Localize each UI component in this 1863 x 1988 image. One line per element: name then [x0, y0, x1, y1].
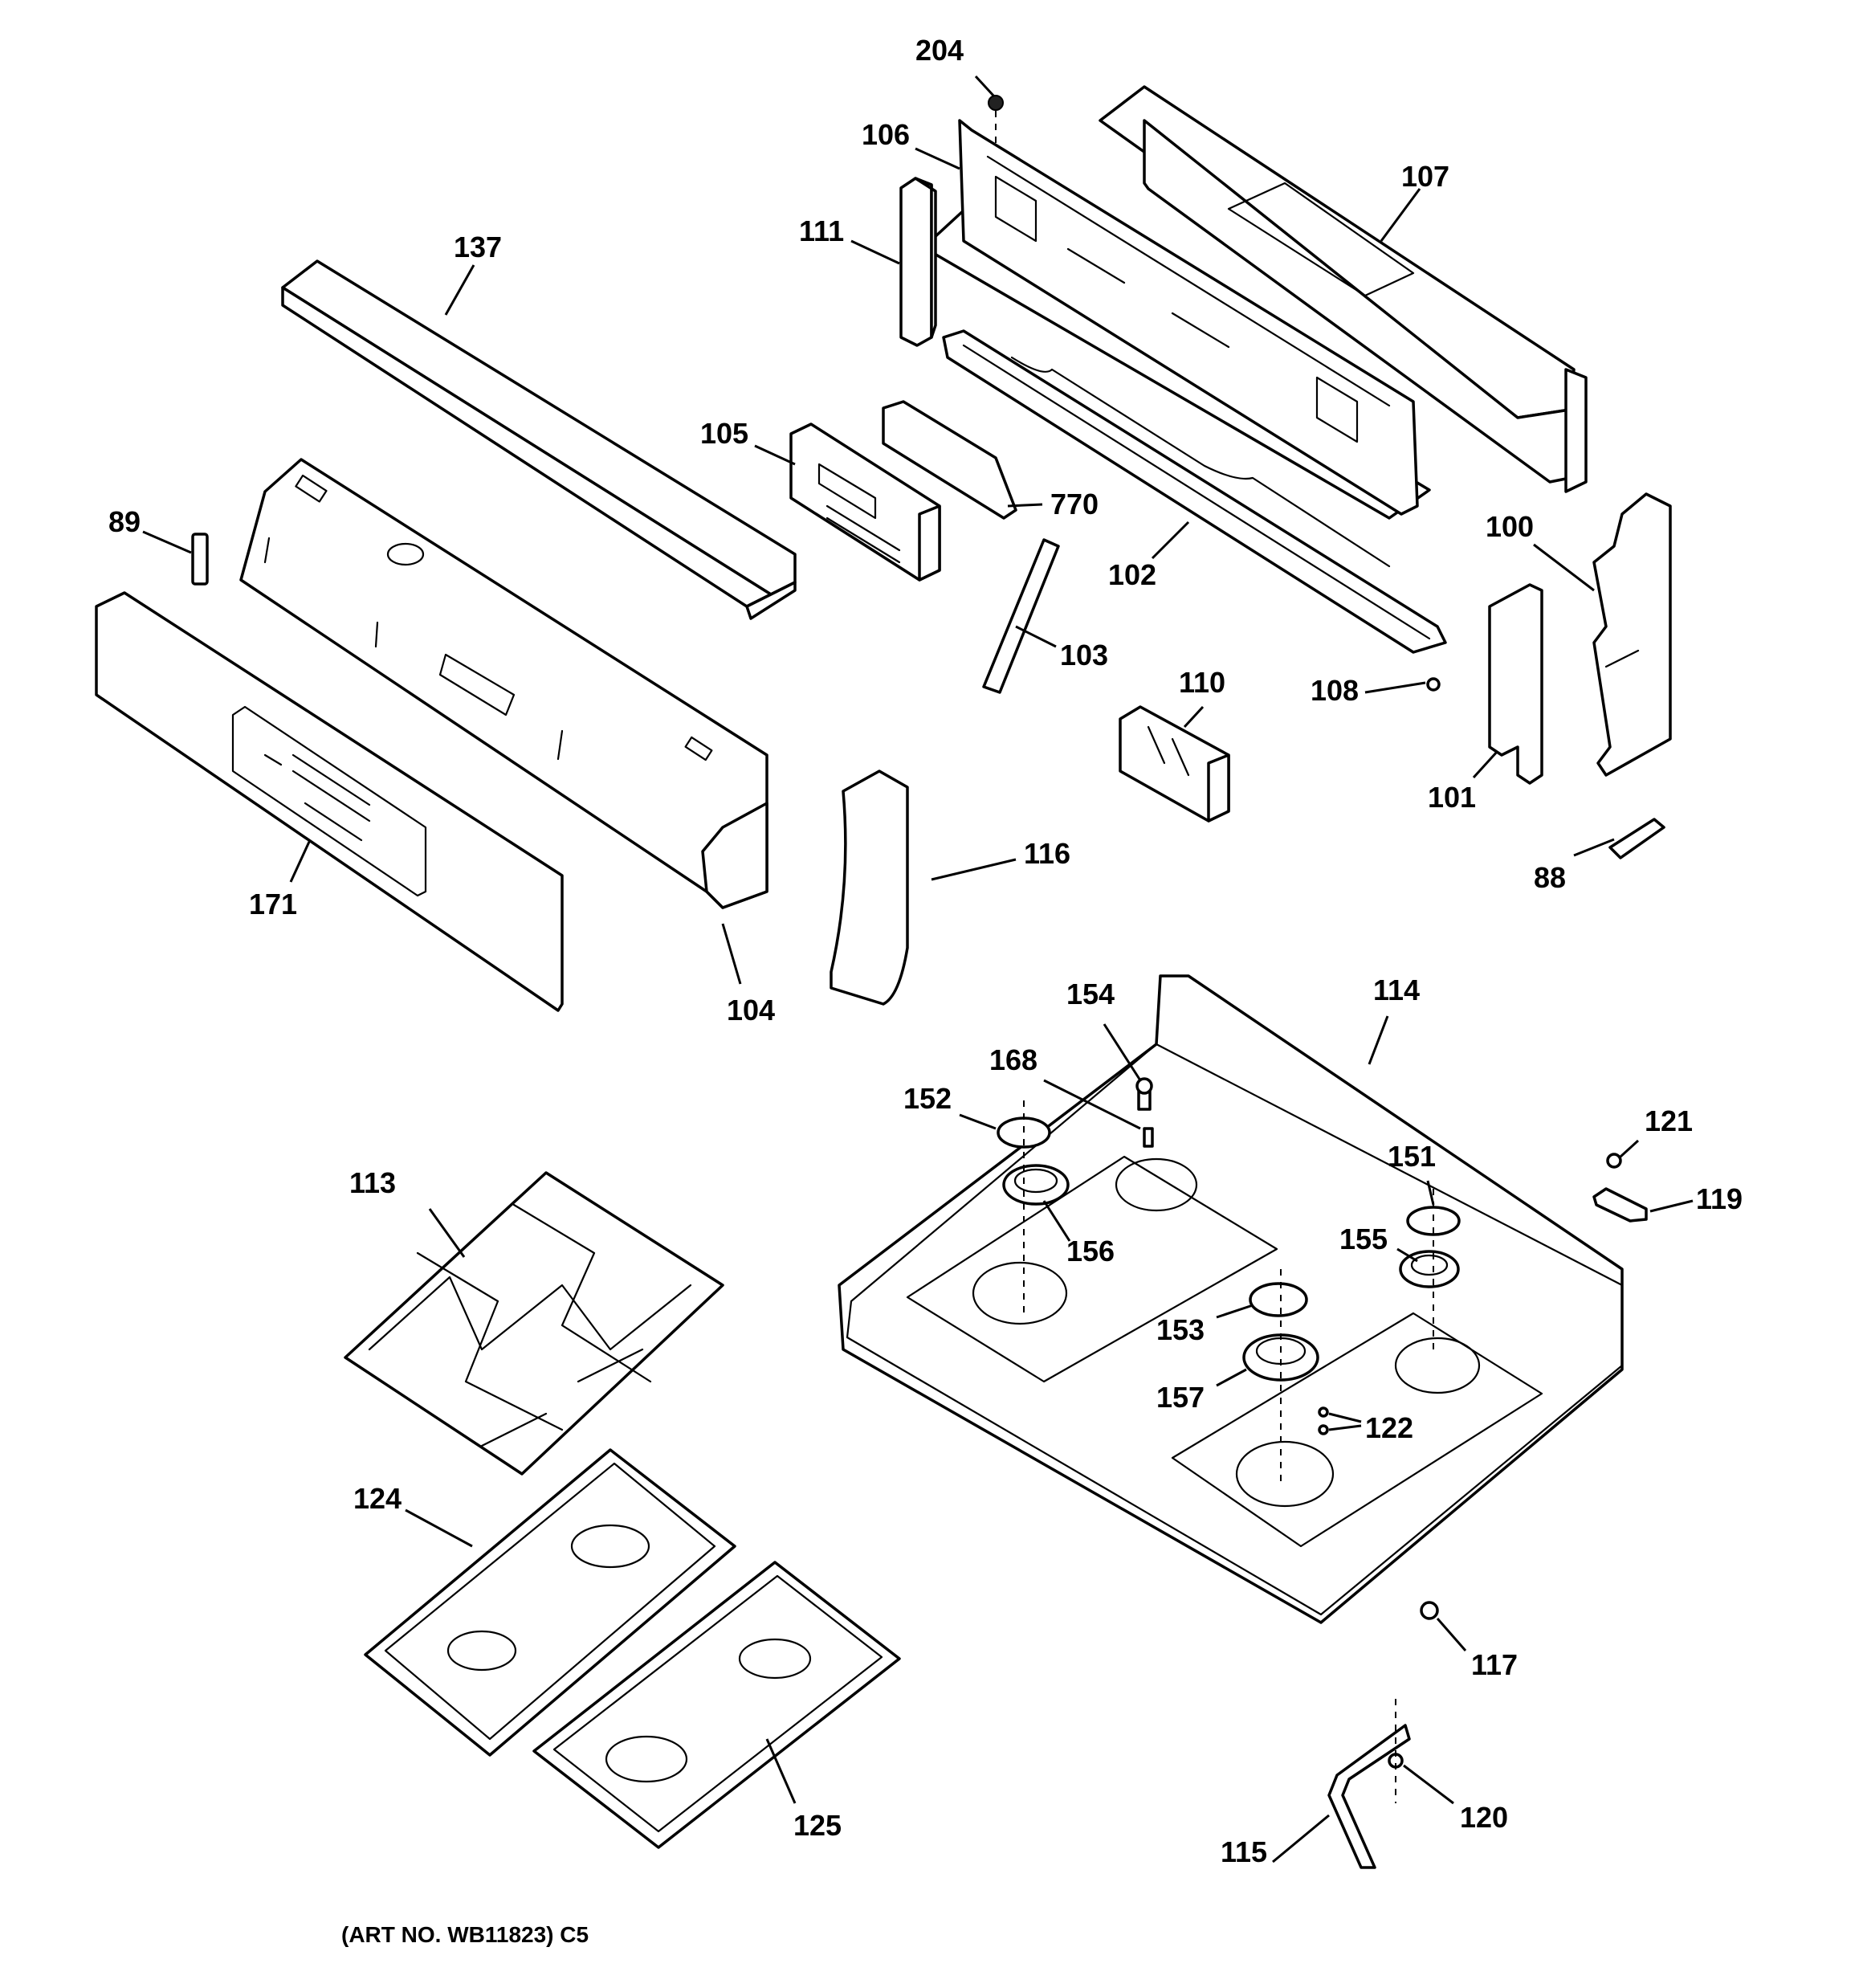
part-770-overlay [882, 400, 1017, 520]
callout-154: 154 [1066, 978, 1115, 1010]
part-117-nut [1420, 1601, 1439, 1620]
part-121-screw [1606, 1153, 1622, 1169]
callout-104: 104 [727, 994, 775, 1027]
part-122-screws [1318, 1406, 1329, 1435]
part-125-drip-pan [532, 1561, 901, 1849]
part-101-bracket [1488, 583, 1543, 785]
callout-120: 120 [1460, 1801, 1508, 1834]
part-168-screw [1143, 1127, 1154, 1148]
callout-137: 137 [454, 231, 502, 263]
part-119-bracket [1592, 1187, 1648, 1223]
callout-107: 107 [1401, 160, 1449, 193]
callout-204: 204 [915, 34, 964, 67]
part-153-burner-cap [1249, 1282, 1308, 1317]
callout-121: 121 [1645, 1104, 1693, 1137]
callout-122: 122 [1365, 1411, 1413, 1444]
part-154-igniter [1135, 1077, 1153, 1111]
callout-114: 114 [1373, 974, 1420, 1006]
part-107-rear-cover [1099, 85, 1588, 493]
part-106-backguard [922, 119, 1431, 520]
callout-88: 88 [1534, 861, 1566, 894]
part-124-drip-pan [364, 1448, 736, 1757]
callout-113: 113 [349, 1166, 396, 1199]
callout-89: 89 [108, 505, 141, 538]
callout-106: 106 [862, 118, 910, 151]
part-116-side-trim [830, 769, 909, 1006]
part-111-bracket [899, 177, 937, 347]
part-113-grate [344, 1171, 724, 1476]
alignment-lines [995, 111, 1434, 1803]
callout-157: 157 [1156, 1381, 1205, 1414]
part-115-rod [1327, 1724, 1411, 1869]
part-100-side-panel [1592, 492, 1672, 777]
part-137-trim [281, 259, 797, 620]
callout-111: 111 [799, 214, 844, 247]
callout-103: 103 [1060, 639, 1108, 672]
callout-115: 115 [1221, 1835, 1267, 1868]
part-105-oven-control [789, 423, 941, 582]
callout-labels: 204 106 107 111 137 105 770 89 102 100 1… [108, 34, 1743, 1868]
part-204-screw [988, 95, 1004, 111]
callout-153: 153 [1156, 1313, 1205, 1346]
callout-117: 117 [1471, 1648, 1518, 1681]
callout-156: 156 [1066, 1235, 1115, 1268]
part-103-strap [982, 538, 1060, 694]
leader-lines [142, 75, 1694, 1863]
part-114-cooktop [838, 974, 1624, 1624]
part-110-terminal-block [1119, 705, 1230, 823]
callout-168: 168 [989, 1043, 1037, 1076]
callout-105: 105 [700, 417, 748, 450]
callout-102: 102 [1108, 558, 1156, 591]
part-156-burner-head [1002, 1164, 1070, 1206]
callout-125: 125 [793, 1809, 842, 1842]
part-88-endcap [1608, 818, 1665, 859]
callout-100: 100 [1486, 510, 1534, 543]
callout-171: 171 [249, 888, 297, 921]
callout-101: 101 [1428, 781, 1476, 814]
art-number: (ART NO. WB11823) C5 [341, 1922, 589, 1947]
callout-119: 119 [1696, 1182, 1743, 1215]
part-104-control-panel [239, 458, 768, 909]
callout-155: 155 [1339, 1223, 1388, 1255]
callout-151: 151 [1388, 1140, 1436, 1173]
callout-116: 116 [1024, 837, 1070, 870]
part-171-glass-panel [95, 591, 564, 1012]
part-157-burner-head [1242, 1333, 1319, 1382]
callout-770: 770 [1050, 488, 1099, 520]
callout-110: 110 [1179, 666, 1225, 699]
callout-108: 108 [1311, 674, 1359, 707]
callout-124: 124 [353, 1482, 402, 1515]
part-108-screw [1426, 677, 1441, 692]
part-102-rail [942, 329, 1447, 654]
part-89-endcap [191, 533, 209, 586]
callout-152: 152 [903, 1082, 952, 1115]
